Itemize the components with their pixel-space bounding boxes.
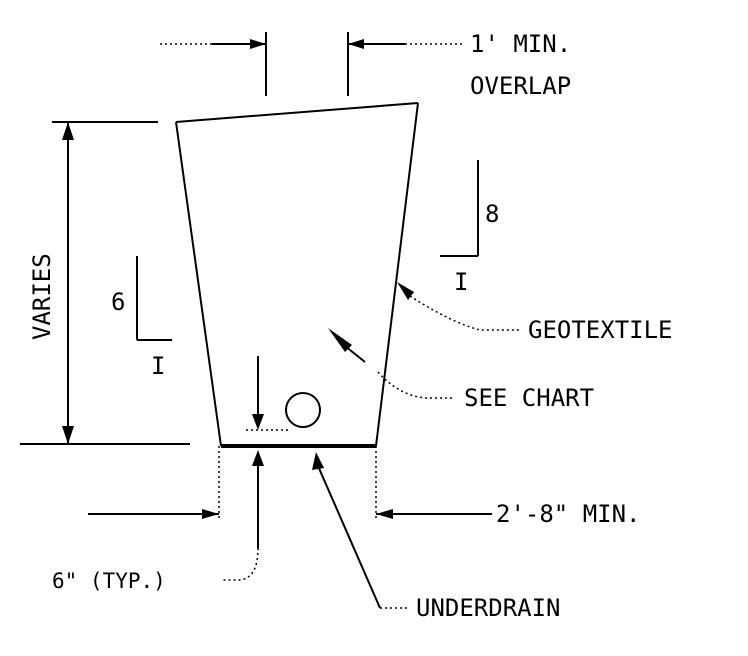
see-chart-leader-line [377, 371, 452, 399]
see-chart-leader [328, 328, 452, 399]
trench-top-edge [175, 102, 419, 123]
trench-outline [175, 102, 419, 448]
section-6-label: 6 [111, 288, 125, 316]
underdrain-label: UNDERDRAIN [416, 594, 561, 622]
geotextile-label: GEOTEXTILE [528, 316, 673, 344]
section-mark-8 [440, 160, 479, 257]
section-8-mark: I [454, 268, 468, 296]
see-chart-label: SEE CHART [464, 384, 594, 412]
min-width-arrow-right [376, 509, 393, 519]
trench-left-wall [175, 121, 222, 447]
varies-dimension [20, 121, 190, 445]
overlap-arrow-left [250, 39, 266, 49]
overlap-label-line1: 1' MIN. [470, 30, 571, 58]
min-width-arrow-left [202, 509, 219, 519]
trench-right-wall [375, 102, 419, 447]
varies-label: VARIES [28, 253, 56, 340]
min-width-label: 2'-8" MIN. [496, 500, 641, 528]
geotextile-arrow [397, 282, 414, 300]
typ-arrow-bottom [252, 450, 264, 466]
underdrain-pipe [285, 392, 321, 428]
underdrain-leader-line [317, 465, 381, 609]
section-8-label: 8 [485, 200, 499, 228]
overlap-label-line2: OVERLAP [470, 72, 571, 100]
section-mark-6 [136, 256, 172, 341]
geotextile-leader-line [409, 295, 520, 331]
underdrain-leader [312, 452, 410, 609]
typ-dimension [222, 356, 290, 581]
section-6-mark: I [151, 352, 165, 380]
varies-arrow-top [62, 122, 74, 140]
typ-leader-line [222, 547, 259, 581]
min-width-dimension [88, 446, 492, 520]
see-chart-arrow-stem [344, 345, 366, 363]
typ-label: 6" (TYP.) [52, 569, 166, 593]
varies-arrow-bottom [62, 426, 74, 444]
geotextile-leader [397, 282, 520, 331]
overlap-dimension [160, 32, 462, 96]
typ-arrow-top [252, 414, 264, 430]
overlap-arrow-right [348, 39, 364, 49]
underdrain-arrow [312, 452, 324, 470]
